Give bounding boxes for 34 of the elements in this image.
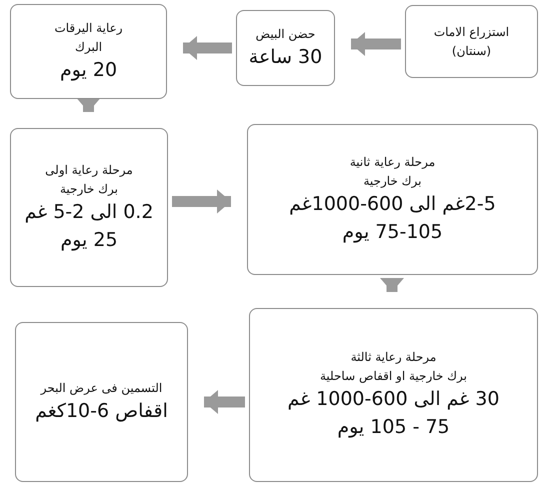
step-text: مرحلة رعاية اولى — [45, 162, 133, 178]
process-box — [249, 308, 538, 482]
step-text: حضن البيض — [256, 26, 316, 42]
block-arrow — [351, 32, 401, 56]
step-text: برك خارجية — [60, 182, 118, 197]
process-box — [247, 124, 538, 275]
step-text: التسمين فى عرض البحر — [40, 380, 162, 396]
block-arrow — [172, 190, 231, 214]
step-text: رعاية اليرقات — [54, 20, 123, 36]
process-box — [10, 4, 167, 99]
step-text: 75 - 105 يوم — [337, 416, 450, 440]
block-arrow — [380, 278, 404, 292]
process-box — [15, 322, 188, 482]
step-text: 2-5غم الى 600-1000غم — [289, 192, 496, 216]
step-text: مرحلة رعاية ثالثة — [350, 350, 436, 366]
process-box — [10, 128, 168, 287]
step-text: البرك — [74, 40, 102, 55]
step-text: مرحلة رعاية ثانية — [350, 154, 436, 170]
step-text: برك خارجية — [363, 174, 422, 189]
step-text: 30 غم الى 600-1000 غم — [288, 388, 500, 412]
block-arrow — [76, 98, 100, 112]
step-text: 20 يوم — [60, 58, 118, 82]
step-text: استزراع الامات — [434, 24, 510, 40]
step-text: برك خارجية او اقفاص ساحلية — [320, 369, 468, 384]
process-box — [405, 5, 538, 78]
block-arrow — [183, 36, 232, 60]
step-text: اقفاص 6-10كغم — [35, 400, 168, 424]
step-text: (سنتان) — [452, 44, 492, 58]
step-text: 25 يوم — [60, 228, 118, 252]
step-text: 0.2 الى 2-5 غم — [24, 200, 154, 224]
block-arrow — [204, 390, 245, 414]
step-text: 30 ساعة — [248, 46, 322, 70]
process-box — [236, 10, 335, 86]
step-text: 75-105 يوم — [342, 220, 443, 244]
